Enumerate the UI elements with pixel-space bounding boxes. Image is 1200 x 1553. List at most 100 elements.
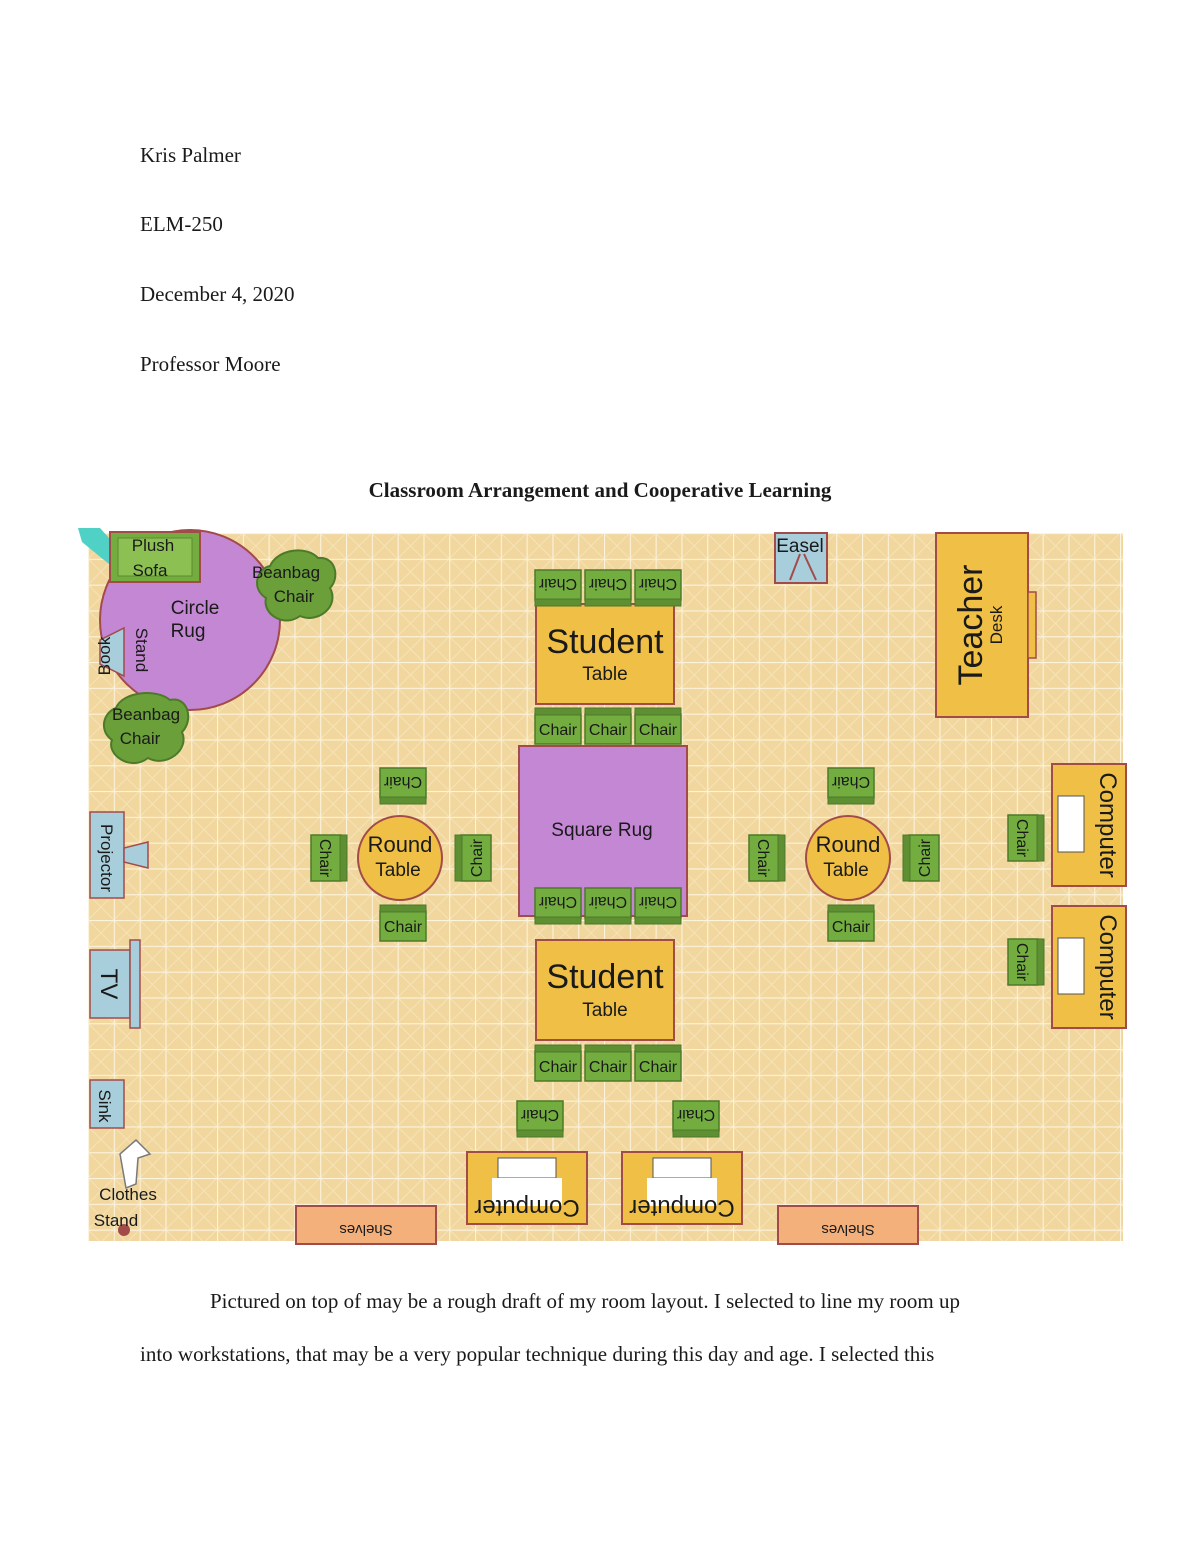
computer-right-bottom: Computer bbox=[1051, 905, 1127, 1029]
easel: Easel bbox=[774, 532, 828, 584]
chair-label: Chair bbox=[589, 1059, 628, 1076]
table-label-top: Table bbox=[582, 664, 627, 685]
chair-8: Chair bbox=[584, 887, 632, 925]
chair-label: Chair bbox=[538, 575, 577, 592]
beanbag-top-label-1: Beanbag bbox=[252, 563, 320, 582]
chair-13: Chair bbox=[379, 767, 427, 805]
chair-label: Chair bbox=[539, 1059, 578, 1076]
paragraph-line-1: Pictured on top of may be a rough draft … bbox=[210, 1289, 960, 1313]
classroom-floor-plan: Circle Rug Plush Sofa Beanbag Chair Bean… bbox=[78, 528, 1128, 1246]
circle-rug-label-2: Rug bbox=[171, 621, 206, 642]
book-stand: Book Stand bbox=[95, 626, 151, 678]
sink-label: Sink bbox=[95, 1089, 114, 1123]
paragraph-line-2: into workstations, that may be a very po… bbox=[140, 1342, 935, 1366]
author-name: Kris Palmer bbox=[140, 143, 241, 167]
round-label-left: Round bbox=[368, 832, 433, 857]
chair-3: Chair bbox=[634, 569, 682, 607]
chair-label: Chair bbox=[638, 575, 677, 592]
chair-10: Chair bbox=[534, 1044, 582, 1082]
chair-label: Chair bbox=[384, 919, 423, 936]
beanbag-chair-top: Beanbag Chair bbox=[252, 549, 337, 622]
chair-5: Chair bbox=[584, 707, 632, 745]
beanbag-top-label-2: Chair bbox=[274, 587, 315, 606]
student-label-top: Student bbox=[546, 623, 664, 661]
computer-right-top: Computer bbox=[1051, 763, 1127, 887]
chair-14: Chair bbox=[379, 904, 427, 942]
chair-label: Chair bbox=[588, 575, 627, 592]
chair-label: Chair bbox=[639, 1059, 678, 1076]
chair-label: Chair bbox=[538, 893, 577, 910]
chair-label: Chair bbox=[469, 838, 486, 877]
chair-4: Chair bbox=[534, 707, 582, 745]
shelves-right-label: Shelves bbox=[821, 1221, 874, 1238]
course-code: ELM-250 bbox=[140, 212, 223, 236]
sink: Sink bbox=[89, 1079, 125, 1129]
round-table-left: Round Table bbox=[357, 815, 443, 901]
computer-rb-label: Computer bbox=[1094, 914, 1121, 1019]
chair-1: Chair bbox=[534, 569, 582, 607]
plush-sofa-label-1: Plush bbox=[132, 536, 175, 555]
plush-sofa-label-2: Sofa bbox=[133, 561, 169, 580]
document-title: Classroom Arrangement and Cooperative Le… bbox=[368, 478, 832, 502]
computer-rt-label: Computer bbox=[1094, 772, 1121, 877]
chair-24: Chair bbox=[1007, 938, 1045, 986]
tv: TV bbox=[89, 939, 141, 1029]
table-label-bottom: Table bbox=[582, 1000, 627, 1021]
chair-20: Chair bbox=[902, 834, 940, 882]
beanbag-bottom-label-1: Beanbag bbox=[112, 705, 180, 724]
computer-br-label: Computer bbox=[629, 1194, 734, 1221]
square-rug-label: Square Rug bbox=[551, 820, 652, 841]
chair-11: Chair bbox=[584, 1044, 632, 1082]
chair-label: Chair bbox=[520, 1106, 559, 1123]
chair-21: Chair bbox=[516, 1100, 564, 1138]
chair-16: Chair bbox=[454, 834, 492, 882]
chair-label: Chair bbox=[1013, 819, 1030, 858]
round-label-right: Round bbox=[816, 832, 881, 857]
computer-bottom-left: Computer bbox=[466, 1151, 588, 1225]
chair-17: Chair bbox=[827, 767, 875, 805]
desk-label: Desk bbox=[987, 605, 1006, 644]
date-line: December 4, 2020 bbox=[140, 282, 295, 306]
chair-19: Chair bbox=[748, 834, 786, 882]
chair-18: Chair bbox=[827, 904, 875, 942]
chair-9: Chair bbox=[634, 887, 682, 925]
chair-label: Chair bbox=[539, 722, 578, 739]
chair-12: Chair bbox=[634, 1044, 682, 1082]
projector: Projector bbox=[89, 811, 149, 899]
projector-label: Projector bbox=[97, 824, 116, 892]
chair-label: Chair bbox=[917, 838, 934, 877]
chair-15: Chair bbox=[310, 834, 348, 882]
clothes-stand: Clothes Stand bbox=[94, 1138, 157, 1236]
computer-bl-label: Computer bbox=[474, 1194, 579, 1221]
chair-label: Chair bbox=[589, 722, 628, 739]
beanbag-bottom-label-2: Chair bbox=[120, 729, 161, 748]
chair-23: Chair bbox=[1007, 814, 1045, 862]
teacher-desk: Teacher Desk bbox=[935, 532, 1037, 718]
circle-rug-label-1: Circle bbox=[171, 598, 220, 619]
student-label-bottom: Student bbox=[546, 958, 664, 996]
chair-label: Chair bbox=[638, 893, 677, 910]
chair-label: Chair bbox=[588, 893, 627, 910]
student-table-bottom: Student Table bbox=[535, 939, 675, 1041]
book-stand-label-1: Book bbox=[95, 636, 114, 675]
chair-6: Chair bbox=[634, 707, 682, 745]
chair-2: Chair bbox=[584, 569, 632, 607]
easel-label: Easel bbox=[776, 536, 824, 557]
beanbag-chair-bottom: Beanbag Chair bbox=[102, 692, 190, 764]
chair-label: Chair bbox=[639, 722, 678, 739]
chair-7: Chair bbox=[534, 887, 582, 925]
shelves-left-label: Shelves bbox=[339, 1221, 392, 1238]
chair-label: Chair bbox=[316, 839, 333, 878]
shelves-right: Shelves bbox=[777, 1205, 919, 1245]
chair-label: Chair bbox=[383, 773, 422, 790]
chair-22: Chair bbox=[672, 1100, 720, 1138]
clothes-label-2: Stand bbox=[94, 1211, 138, 1230]
chair-label: Chair bbox=[1013, 943, 1030, 982]
chair-label: Chair bbox=[676, 1106, 715, 1123]
chair-label: Chair bbox=[754, 839, 771, 878]
chair-label: Chair bbox=[832, 919, 871, 936]
professor-name: Professor Moore bbox=[140, 352, 281, 376]
plush-sofa: Plush Sofa bbox=[109, 531, 201, 583]
